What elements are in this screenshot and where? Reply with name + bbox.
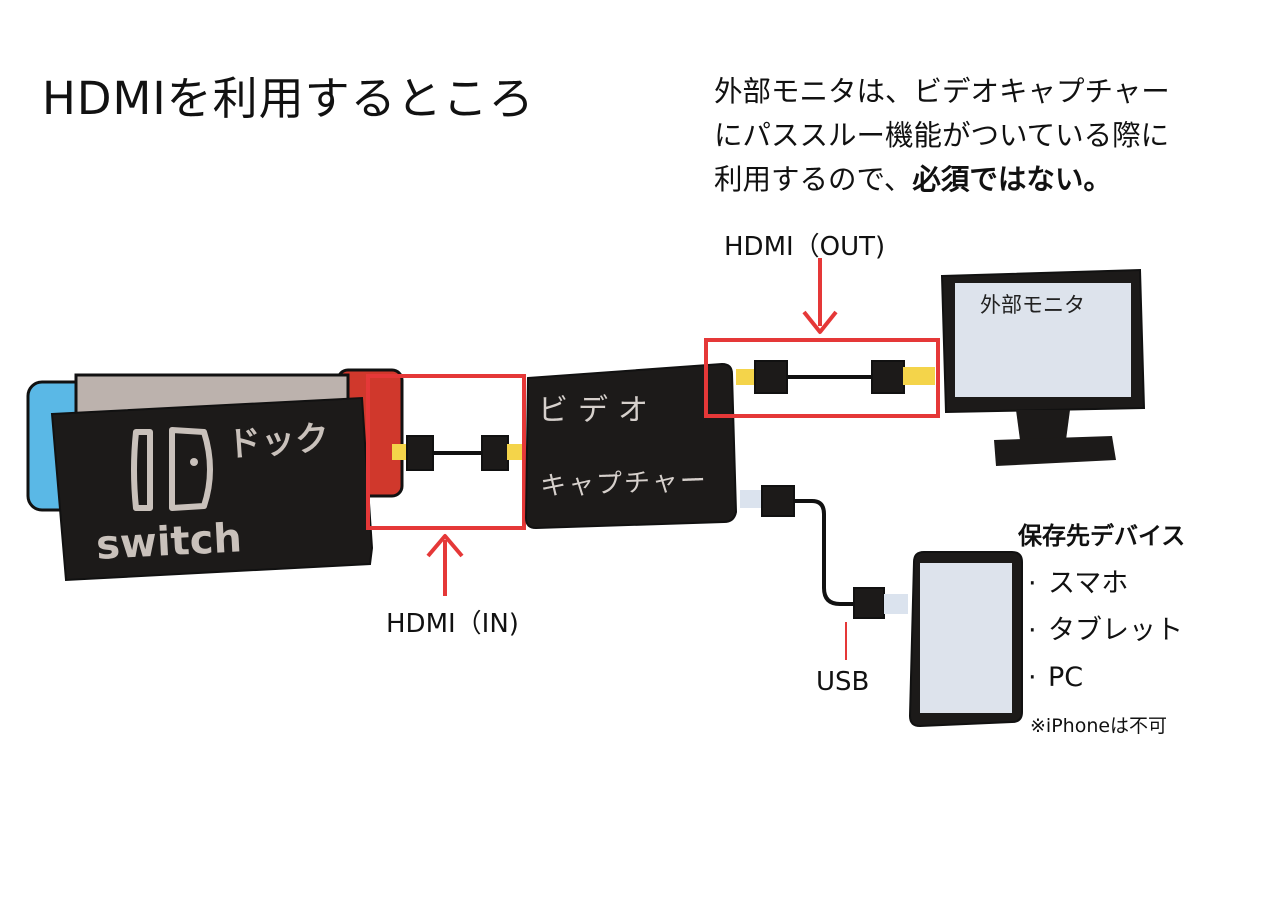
monitor-neck bbox=[1016, 410, 1070, 440]
capture-label-line1: ビデオ bbox=[538, 393, 658, 428]
video-capture: ビデオ キャプチャー bbox=[524, 362, 738, 530]
hdmi-in-cable bbox=[392, 435, 523, 471]
storage-item-pc: PC bbox=[1028, 654, 1183, 701]
capture-body bbox=[524, 362, 738, 530]
monitor-base bbox=[994, 436, 1116, 466]
hdmi-out-cable bbox=[736, 360, 935, 394]
storage-list: スマホ タブレット PC bbox=[1028, 560, 1183, 701]
monitor-label: 外部モニタ bbox=[980, 293, 1085, 317]
hdmi-out-arrow-icon bbox=[802, 258, 838, 334]
switch-label: switch bbox=[95, 515, 243, 569]
hdmi-in-label: HDMI（IN) bbox=[386, 609, 519, 639]
storage-note: ※iPhoneは不可 bbox=[1030, 715, 1168, 737]
tablet-screen bbox=[920, 563, 1012, 713]
hdmi-in-highlight bbox=[366, 374, 526, 530]
page-title: HDMIを利用するところ bbox=[42, 72, 535, 125]
note-line-3-regular: 利用するので、 bbox=[714, 163, 913, 196]
note-line-1: 外部モニタは、ビデオキャプチャー bbox=[714, 75, 1170, 108]
usb-label: USB bbox=[816, 667, 870, 697]
note-line-2: にパススルー機能がついている際に bbox=[714, 119, 1170, 152]
external-monitor: 外部モニタ bbox=[940, 268, 1146, 466]
usb-cable bbox=[740, 485, 908, 660]
hdmi-in-arrow-icon bbox=[426, 534, 464, 596]
monitor-screen bbox=[955, 283, 1131, 397]
dock: ドック switch bbox=[50, 396, 374, 582]
storage-item-smartphone: スマホ bbox=[1028, 560, 1183, 607]
passthrough-note: 外部モニタは、ビデオキャプチャー にパススルー機能がついている際に 利用するので… bbox=[714, 70, 1234, 202]
note-line-3: 利用するので、必須ではない。 bbox=[714, 158, 1234, 202]
storage-device bbox=[908, 551, 1023, 728]
storage-title: 保存先デバイス bbox=[1018, 522, 1186, 550]
switch-logo-icon bbox=[131, 427, 213, 511]
hdmi-out-highlight bbox=[704, 338, 940, 418]
note-line-3-bold: 必須ではない。 bbox=[912, 163, 1112, 196]
hdmi-out-label: HDMI（OUT) bbox=[724, 232, 886, 262]
dock-label: ドック bbox=[226, 418, 331, 465]
capture-label-line2: キャプチャー bbox=[540, 466, 709, 502]
storage-item-tablet: タブレット bbox=[1028, 607, 1183, 654]
